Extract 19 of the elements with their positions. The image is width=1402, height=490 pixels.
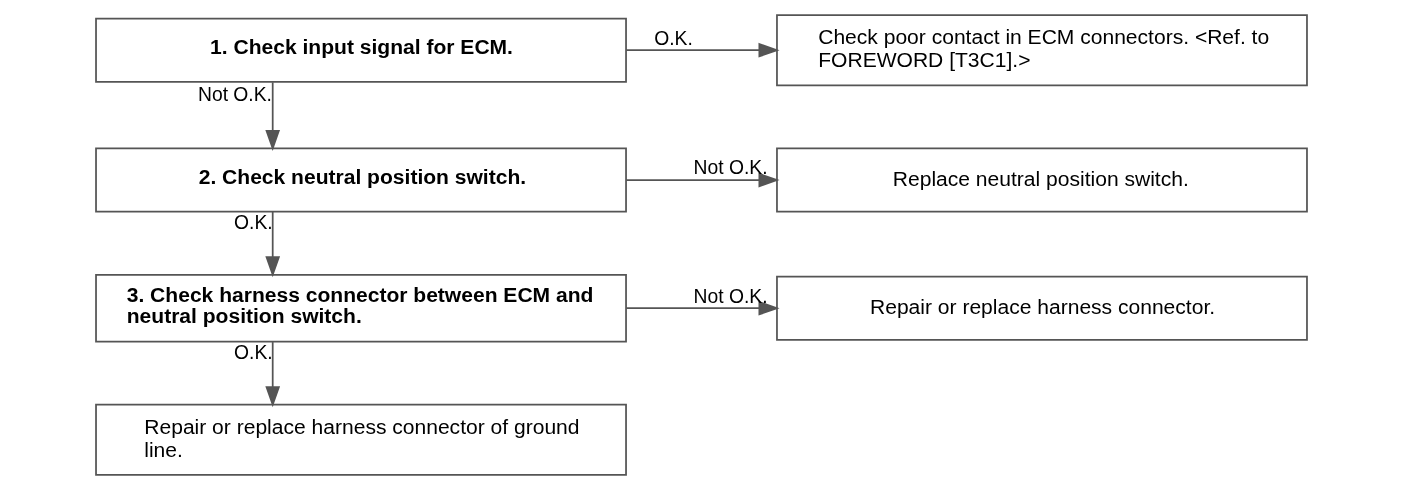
node-box: 3. Check harness connector between ECM and neutral position switch. <box>94 273 627 343</box>
edge-label: Not O.K. <box>197 83 272 105</box>
arrow <box>624 172 780 188</box>
node-box: 1. Check input signal for ECM. <box>94 17 627 83</box>
arrow <box>264 210 280 278</box>
arrow <box>624 42 780 58</box>
node-box: Repair or replace harness connector of ground line. <box>94 403 627 476</box>
edge-label: Not O.K. <box>693 157 768 179</box>
arrow <box>624 300 780 316</box>
node-box: Check poor contact in ECM connectors. <Ref. to FOREWORD [T3C1].> <box>775 14 1308 87</box>
edge-label: Not O.K. <box>693 285 768 307</box>
edge-label: O.K. <box>233 211 273 233</box>
node-box: 2. Check neutral position switch. <box>94 147 627 213</box>
node-box: Repair or replace harness connector. <box>775 275 1308 341</box>
arrow <box>264 81 280 151</box>
node-box: Replace neutral position switch. <box>775 147 1308 213</box>
edge-label: O.K. <box>233 341 273 363</box>
edge-label: O.K. <box>653 27 693 49</box>
arrow <box>264 341 280 408</box>
